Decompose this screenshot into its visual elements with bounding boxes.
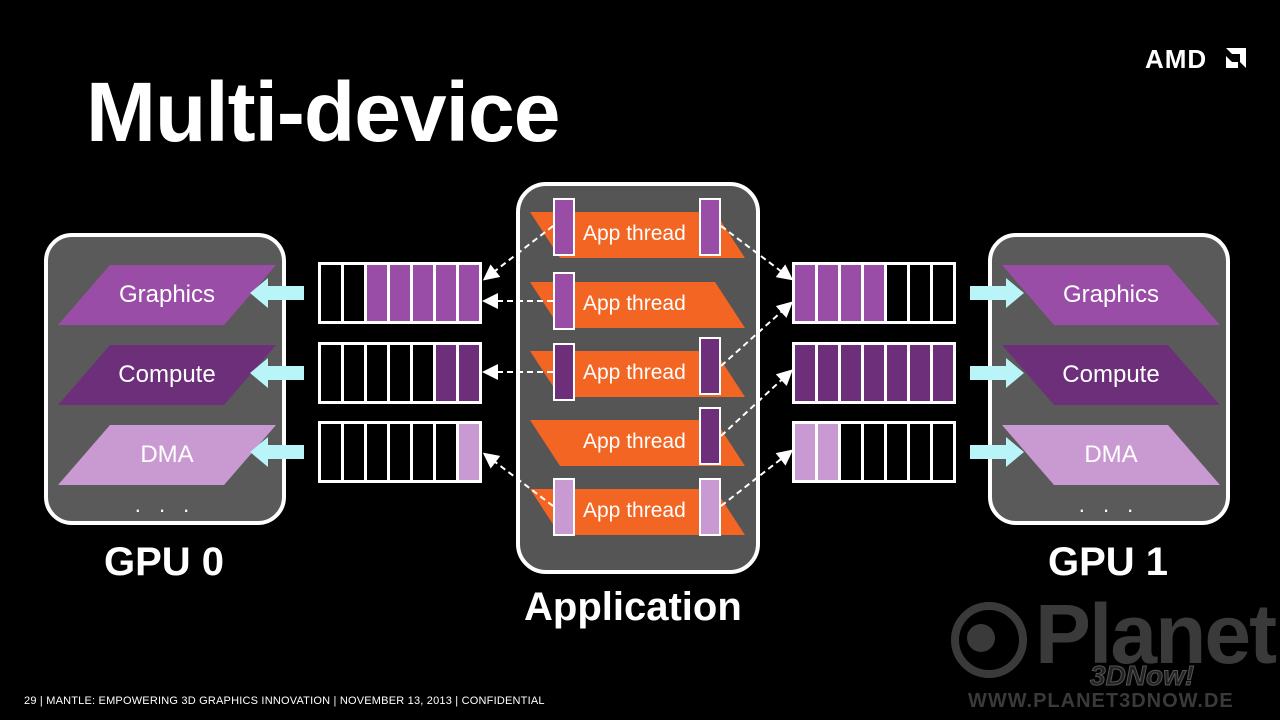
more-engines: . . . — [1078, 492, 1140, 517]
app-thread-3: App thread — [530, 351, 745, 397]
application-label: Application — [524, 585, 742, 629]
gpu0-engine-compute: Compute — [58, 345, 276, 405]
gpu1-graphics-queue — [792, 262, 956, 324]
submit-arrow-icon — [970, 437, 1024, 467]
app-thread-label: App thread — [583, 430, 686, 453]
app-thread-2: App thread — [530, 282, 745, 328]
slide-footer: 29 | MANTLE: EMPOWERING 3D GRAPHICS INNO… — [24, 695, 545, 707]
submit-arrow-icon — [250, 358, 304, 388]
gpu0-compute-queue — [318, 342, 482, 404]
app-thread-5: App thread — [530, 489, 745, 535]
engine-label: Graphics — [1062, 281, 1160, 308]
app-thread-label: App thread — [583, 499, 686, 522]
command-buffer-block — [553, 272, 575, 330]
submit-arrow-icon — [970, 358, 1024, 388]
gpu1-compute-queue — [792, 342, 956, 404]
gpu0-engine-dma: DMA — [58, 425, 276, 485]
engine-label: DMA — [140, 441, 194, 468]
command-buffer-block — [699, 337, 721, 395]
gpu1-engine-compute: Compute — [1002, 345, 1220, 405]
gpu1-engine-graphics: Graphics — [1002, 265, 1220, 325]
command-buffer-block — [699, 478, 721, 536]
amd-arrow-icon — [1226, 48, 1246, 68]
app-thread-1: App thread — [530, 212, 745, 258]
watermark-sub: 3DNow! — [1089, 660, 1195, 692]
submit-arrow-icon — [970, 278, 1024, 308]
command-buffer-block — [699, 407, 721, 465]
gpu0-graphics-queue — [318, 262, 482, 324]
gpu0-dma-queue — [318, 421, 482, 483]
slide-title: Multi-device — [86, 65, 560, 159]
submit-arrow-icon — [250, 278, 304, 308]
engine-label: Graphics — [118, 281, 216, 308]
gpu1-label: GPU 1 — [1048, 540, 1169, 584]
planet3dnow-logo-icon — [951, 602, 1027, 678]
submit-arrow-icon — [250, 437, 304, 467]
engine-label: Compute — [118, 361, 216, 388]
gpu0-label: GPU 0 — [104, 540, 225, 584]
app-thread-label: App thread — [583, 361, 686, 384]
watermark-url: WWW.PLANET3DNOW.DE — [968, 690, 1234, 712]
gpu1-box: Graphics Compute DMA . . . — [988, 233, 1230, 525]
command-buffer-block — [553, 198, 575, 256]
command-buffer-block — [699, 198, 721, 256]
gpu0-engine-graphics: Graphics — [58, 265, 276, 325]
amd-logo: AMD — [1145, 44, 1208, 74]
more-engines: . . . — [134, 492, 196, 517]
command-buffer-block — [553, 343, 575, 401]
app-thread-4: App thread — [530, 420, 745, 466]
engine-label: DMA — [1084, 441, 1138, 468]
app-thread-label: App thread — [583, 222, 686, 245]
watermark-brand: Planet — [1035, 587, 1277, 681]
gpu0-box: Graphics Compute DMA . . . — [44, 233, 286, 525]
engine-label: Compute — [1062, 361, 1160, 388]
gpu1-engine-dma: DMA — [1002, 425, 1220, 485]
gpu1-dma-queue — [792, 421, 956, 483]
command-buffer-block — [553, 478, 575, 536]
app-thread-label: App thread — [583, 292, 686, 315]
